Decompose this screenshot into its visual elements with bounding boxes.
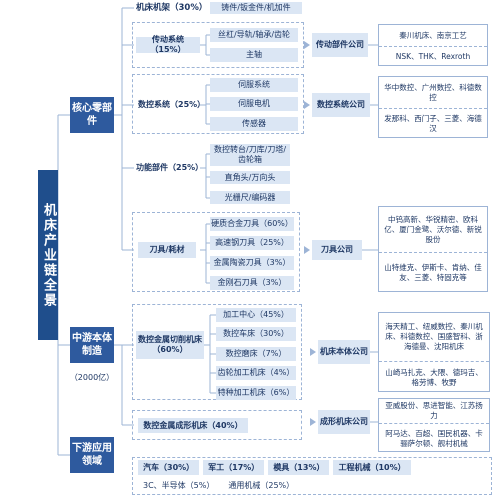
- forming-label: 数控金属成形机床（40%）: [138, 418, 248, 433]
- transmission-company: 传动部件公司: [312, 33, 368, 57]
- functional-item-2: 直角头/万向头: [210, 171, 290, 184]
- frame-label: 机床机架（30%）: [136, 3, 208, 13]
- downstream-row-1: 汽车（30%） 军工（17%） 模具（13%） 工程机械（10%）: [138, 460, 415, 475]
- cnc-enterprises: 华中数控、广州数控、科德数控 发那科、西门子、三菱、海德汉: [378, 76, 488, 138]
- forming-group: [132, 410, 302, 440]
- transmission-group: [132, 22, 304, 68]
- section-mid: 中游本体制造: [70, 327, 114, 363]
- frame-detail: 铸件/钣金件/机加件: [210, 2, 302, 14]
- cnc-company: 数控系统公司: [312, 93, 370, 117]
- downstream-military: 军工（17%）: [203, 460, 265, 475]
- forming-enterprises: 亚威股份、思进智能、江苏扬力 阿马达、百超、国民机器、卡骊萨尔顿、舰村机械: [378, 398, 490, 452]
- cnc-item-1: 伺服系统: [210, 78, 298, 92]
- cutting-item-1: 加工中心（45%）: [216, 308, 296, 322]
- transmission-enterprises: 秦川机床、南京工艺 NSK、THK、Rexroth: [378, 24, 488, 66]
- transmission-label: 传动系统（15%）: [136, 35, 200, 54]
- cutting-enterprise-foreign: 山崎马扎克、大隈、德玛吉、格劳博、牧野: [385, 367, 483, 387]
- tools-enterprise-domestic: 中钨高新、华锐精密、欧科亿、厦门金鹭、沃尔德、新锐股份: [379, 207, 487, 253]
- cnc-label: 数控系统（25%）: [138, 100, 206, 109]
- cnc-enterprise-domestic: 华中数控、广州数控、科德数控: [379, 77, 487, 109]
- forming-enterprise-domestic: 亚威股份、思进智能、江苏扬力: [379, 399, 489, 424]
- forming-enterprise-foreign: 阿马达、百超、国民机器、卡骊萨尔顿、舰村机械: [385, 428, 483, 448]
- cutting-enterprises: 海天精工、纽威数控、秦川机床、科德数控、国盛智科、浙海德曼、沈阳机床 山崎马扎克…: [378, 312, 490, 392]
- transmission-enterprise-foreign: NSK、THK、Rexroth: [395, 52, 471, 61]
- downstream-3c: 3C、半导体（5%）: [143, 481, 215, 490]
- tools-company: 刀具公司: [312, 240, 362, 260]
- cutting-label: 数控金属切削机床（60%）: [136, 331, 204, 359]
- section-mid-label: 中游本体制造: [72, 333, 112, 357]
- forming-company: 成形机床公司: [318, 410, 370, 434]
- downstream-mold: 模具（13%）: [268, 460, 330, 475]
- section-core: 核心零部件: [70, 97, 114, 133]
- tools-group: [132, 212, 300, 292]
- transmission-enterprise-domestic: 秦川机床、南京工艺: [379, 25, 487, 47]
- downstream-machinery: 工程机械（10%）: [333, 460, 411, 475]
- cnc-group: [132, 74, 304, 134]
- functional-item-1: 数控转台/刀库/刀塔/齿轮箱: [210, 144, 290, 166]
- functional-item-3: 光栅尺/编码器: [210, 191, 290, 204]
- root-label: 机床产业链全景: [41, 202, 56, 308]
- section-core-label: 核心零部件: [72, 103, 112, 127]
- cutting-company: 机床本体公司: [318, 340, 370, 364]
- tools-item-3: 金属陶瓷刀具（3%）: [210, 256, 294, 270]
- tools-label: 刀具/耗材: [138, 242, 196, 258]
- cutting-item-5: 特种加工机床（6%）: [216, 386, 296, 400]
- root-node: 机床产业链全景: [38, 170, 58, 340]
- tools-enterprise-foreign: 山特维克、伊斯卡、肯纳、佳友、三菱、特固克等: [384, 263, 482, 282]
- cutting-item-3: 数控磨床（7%）: [216, 347, 296, 361]
- downstream-row-2: 3C、半导体（5%） 通用机械（25%）: [138, 478, 303, 493]
- downstream-general: 通用机械（25%）: [228, 481, 295, 490]
- cnc-enterprise-foreign: 发那科、西门子、三菱、海德汉: [384, 114, 482, 133]
- tools-enterprises: 中钨高新、华锐精密、欧科亿、厦门金鹭、沃尔德、新锐股份 山特维克、伊斯卡、肯纳、…: [378, 206, 488, 292]
- tools-item-4: 金刚石刀具（3%）: [210, 276, 294, 290]
- downstream-auto: 汽车（30%）: [138, 460, 200, 475]
- cnc-item-2: 伺服电机: [210, 97, 298, 111]
- section-down: 下游应用领域: [70, 437, 114, 473]
- transmission-item-2: 主轴: [210, 48, 298, 62]
- downstream-group: [132, 457, 492, 495]
- tools-item-2: 高速钢刀具（25%）: [210, 236, 294, 250]
- section-mid-note: （2000亿）: [69, 373, 115, 382]
- cnc-item-3: 传感器: [210, 117, 298, 131]
- section-down-label: 下游应用领域: [72, 443, 112, 467]
- cutting-enterprise-domestic: 海天精工、纽威数控、秦川机床、科德数控、国盛智科、浙海德曼、沈阳机床: [379, 313, 489, 362]
- cutting-item-4: 齿轮加工机床（4%）: [216, 366, 296, 380]
- cutting-item-2: 数控车床（30%）: [216, 327, 296, 341]
- tools-item-1: 硬质合金刀具（60%）: [210, 217, 294, 231]
- transmission-item-1: 丝杠/导轨/轴承/齿轮: [210, 28, 298, 42]
- functional-label: 功能部件（25%）: [136, 163, 204, 172]
